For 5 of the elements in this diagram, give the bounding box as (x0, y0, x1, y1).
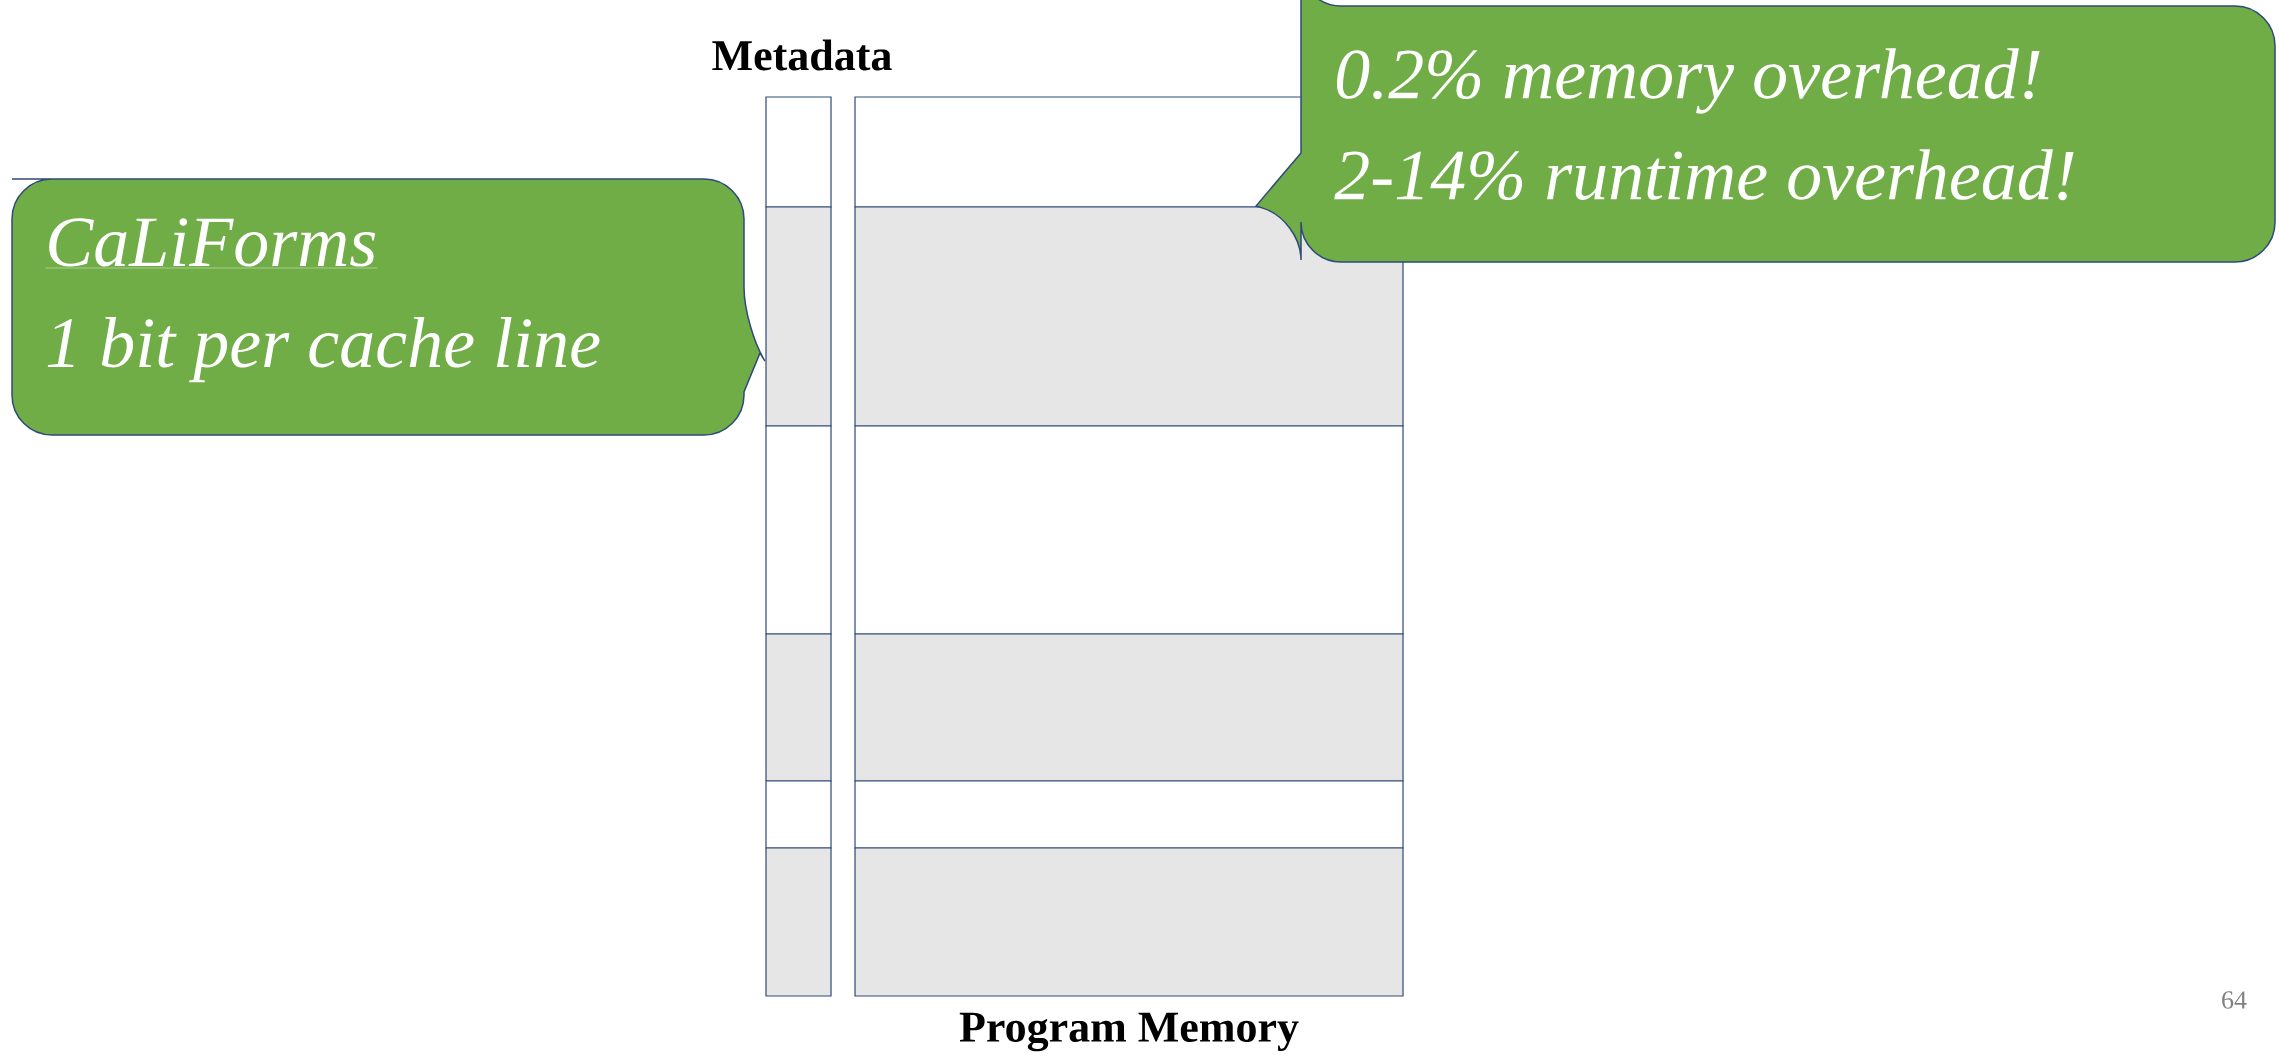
callout-box: CaLiForms 1 bit per cache line (11, 178, 766, 436)
page-number: 64 (2222, 991, 2247, 1009)
column-label: Metadata (712, 39, 892, 71)
column-label: Program Memory (959, 1012, 1299, 1052)
callout-box: 0.2% memory overhead! 2-14% runtime overhead! (1255, 0, 2276, 263)
